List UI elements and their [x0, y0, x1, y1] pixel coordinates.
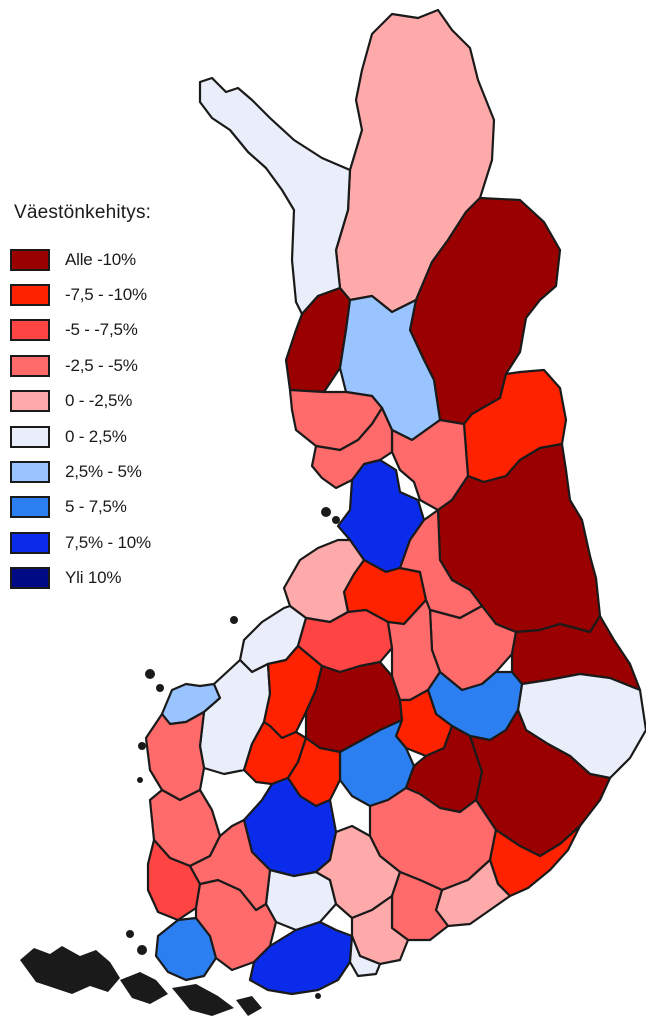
legend-title: Väestönkehitys:	[14, 202, 152, 223]
legend-item: 5 - 7,5%	[10, 490, 250, 525]
region-kuusiokunnat	[262, 644, 324, 740]
legend-label: 5 - 7,5%	[65, 497, 127, 517]
region-turku	[154, 916, 218, 982]
legend-label: -5 - -7,5%	[65, 320, 138, 340]
legend-swatch	[10, 284, 50, 307]
legend-label: 0 - -2,5%	[65, 391, 133, 411]
legend-swatch	[10, 531, 50, 554]
legend-swatch	[10, 248, 50, 271]
legend-label: 7,5% - 10%	[65, 532, 151, 552]
archipelago	[20, 507, 340, 1016]
legend-label: -7,5 - -10%	[65, 285, 147, 305]
legend-item: 7,5% - 10%	[10, 525, 250, 560]
region-ylasavo	[386, 598, 442, 702]
legend-item: -7,5 - -10%	[10, 277, 250, 312]
legend-swatch	[10, 319, 50, 342]
legend-item: 2,5% - 5%	[10, 454, 250, 489]
region-loimaa	[188, 818, 272, 912]
legend-label: 2,5% - 5%	[65, 462, 142, 482]
region-seinajoki	[242, 720, 308, 786]
legend-label: 0 - 2,5%	[65, 426, 127, 446]
legend-item: Yli 10%	[10, 561, 250, 596]
legend-item: -2,5 - -5%	[10, 348, 250, 383]
legend-label: -2,5 - -5%	[65, 355, 138, 375]
legend-swatch	[10, 567, 50, 590]
legend-label: Yli 10%	[65, 568, 122, 588]
region-suupohja	[144, 710, 206, 802]
legend-label: Alle -10%	[65, 249, 136, 269]
legend: Väestönkehitys: Alle -10% -7,5 - -10% -5 -…	[10, 202, 250, 596]
legend-swatch	[10, 496, 50, 519]
region-kotka	[350, 894, 410, 966]
region-porvoo	[348, 934, 382, 978]
legend-item: Alle -10%	[10, 242, 250, 277]
legend-items: Alle -10% -7,5 - -10% -5 - -7,5% -2,5 - -5%…	[10, 242, 250, 596]
region-rauma	[146, 838, 202, 922]
legend-item: -5 - -7,5%	[10, 313, 250, 348]
legend-swatch	[10, 461, 50, 484]
legend-swatch	[10, 354, 50, 377]
legend-item: 0 - 2,5%	[10, 419, 250, 454]
legend-swatch	[10, 390, 50, 413]
region-raahe	[310, 406, 394, 490]
legend-swatch	[10, 425, 50, 448]
legend-item: 0 - -2,5%	[10, 384, 250, 419]
